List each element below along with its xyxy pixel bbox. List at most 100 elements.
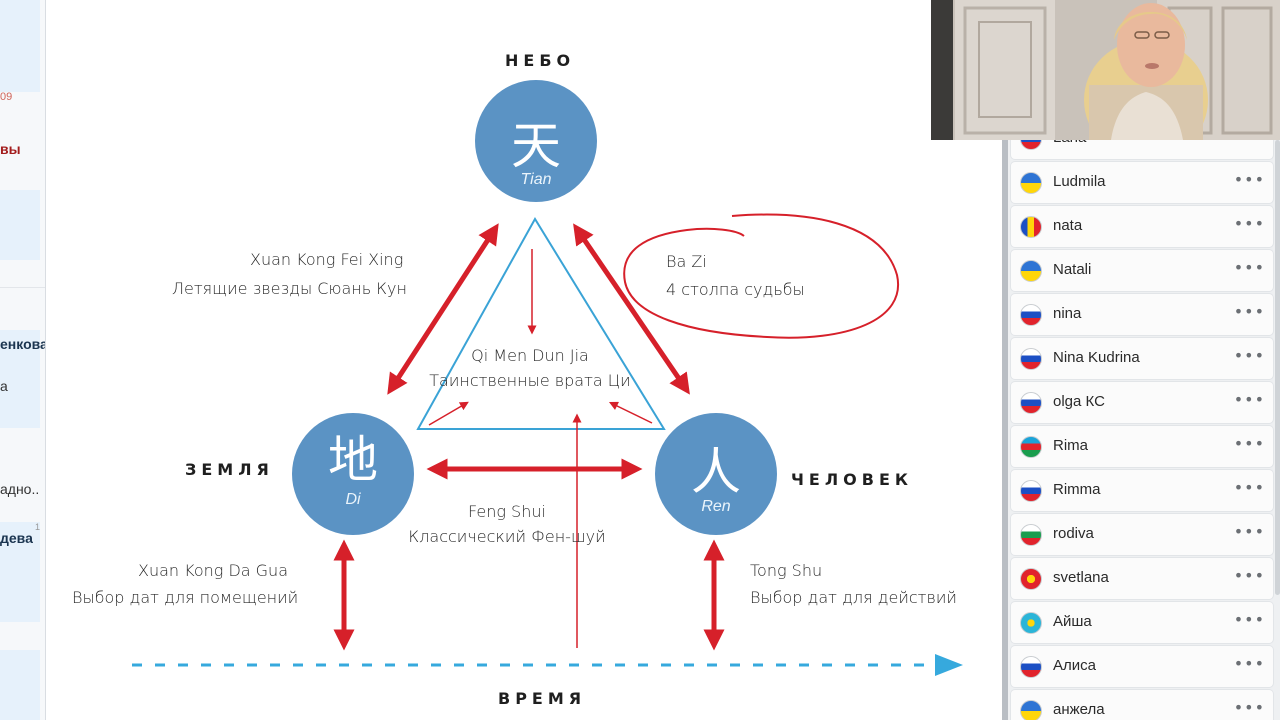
more-options-icon[interactable]: ••• [1233,214,1265,233]
more-options-icon[interactable]: ••• [1233,566,1265,585]
arrow-earth-center [428,401,469,426]
webcam-image [931,0,1280,140]
participant-name: nata [1053,217,1083,234]
annotation-ellipse [623,213,900,339]
heaven-circle [475,80,597,202]
bulgaria-flag-icon [1020,524,1042,546]
chat-message [0,522,40,622]
kazakhstan-flag-icon [1020,612,1042,634]
arrow-heaven-human [573,223,690,395]
fengshui-subtitle: Классический Фен-шуй [408,527,606,546]
participant-row[interactable]: Айша ••• [1011,602,1273,643]
chat-text: а [0,378,8,394]
chat-message [0,0,40,92]
participant-name: olga КС [1053,393,1105,410]
participant-name: Айша [1053,613,1092,630]
chat-message [0,190,40,260]
xkfx-subtitle: Летящие звезды Сюань Кун [172,279,407,298]
arrow-human-center [608,401,653,424]
participant-name: rodiva [1053,525,1094,542]
ren-character: 人 [691,443,741,501]
chat-author: вы [0,141,21,157]
participants-scrollbar[interactable] [1275,140,1280,595]
more-options-icon[interactable]: ••• [1233,302,1265,321]
qimen-subtitle: Таинственные врата Ци [429,371,631,390]
earth-circle [292,413,414,535]
participant-row[interactable]: svetlana ••• [1011,558,1273,599]
kyrgyzstan-flag-icon [1020,568,1042,590]
more-options-icon[interactable]: ••• [1233,478,1265,497]
russia-flag-icon [1020,480,1042,502]
arrow-heaven-earth [387,223,499,395]
xkdg-title: Xuan Kong Da Gua [138,561,288,580]
tian-character: 天 [511,117,561,175]
participant-row[interactable]: olga КС ••• [1011,382,1273,423]
participant-row[interactable]: nina ••• [1011,294,1273,335]
heaven-label: НЕБО [505,51,576,70]
russia-flag-icon [1020,304,1042,326]
ukraine-flag-icon [1020,172,1042,194]
participant-name: Rimma [1053,481,1101,498]
tongshu-title: Tong Shu [750,561,823,580]
di-character: 地 [328,431,378,489]
panel-divider[interactable] [1002,0,1008,720]
azerbaijan-flag-icon [1020,436,1042,458]
webcam-video[interactable] [931,0,1280,140]
russia-flag-icon [1020,392,1042,414]
russia-flag-icon [1020,656,1042,678]
russia-flag-icon [1020,348,1042,370]
human-circle [655,413,777,535]
participant-name: Rima [1053,437,1089,454]
more-options-icon[interactable]: ••• [1233,522,1265,541]
participant-row[interactable]: nata ••• [1011,206,1273,247]
participant-row[interactable]: Nina Kudrina ••• [1011,338,1273,379]
participant-name: анжела [1053,701,1105,718]
qimen-title: Qi Men Dun Jia [471,346,589,365]
divider [0,287,45,288]
ukraine-flag-icon [1020,700,1042,720]
time-label: ВРЕМЯ [498,689,587,708]
more-options-icon[interactable]: ••• [1233,346,1265,365]
participant-name: Nina Kudrina [1053,349,1140,366]
participant-row[interactable]: Rimma ••• [1011,470,1273,511]
participant-row[interactable]: анжела ••• [1011,690,1273,720]
participant-row[interactable]: Ludmila ••• [1011,162,1273,203]
chat-author: дева [0,530,33,546]
participant-name: Natali [1053,261,1092,278]
participant-name: Ludmila [1053,173,1106,190]
more-options-icon[interactable]: ••• [1233,390,1265,409]
participant-name: Алиса [1053,657,1096,674]
participant-row[interactable]: rodiva ••• [1011,514,1273,555]
chat-message [0,650,40,720]
earth-label: ЗЕМЛЯ [185,460,274,479]
di-latin: Di [345,491,361,508]
ukraine-flag-icon [1020,260,1042,282]
chat-message [0,330,40,428]
chat-text: адно.. [0,481,40,497]
inner-triangle [416,217,666,430]
more-options-icon[interactable]: ••• [1233,654,1265,673]
more-options-icon[interactable]: ••• [1233,258,1265,277]
ren-latin: Ren [701,498,731,515]
more-options-icon[interactable]: ••• [1233,170,1265,189]
participant-name: svetlana [1053,569,1109,586]
chat-timestamp: 09 [0,91,13,103]
more-options-icon[interactable]: ••• [1233,698,1265,717]
participant-row[interactable]: Natali ••• [1011,250,1273,291]
participant-row[interactable]: Алиса ••• [1011,646,1273,687]
bazi-title: Ba Zi [666,252,707,271]
diagram-graphics [132,80,963,676]
fengshui-title: Feng Shui [468,502,546,521]
xkfx-title: Xuan Kong Fei Xing [250,250,404,269]
presentation-slide: 天 Tian 地 Di 人 Ren НЕБО ЗЕМЛЯ ЧЕЛОВЕК ВРЕ… [47,0,1002,720]
xkdg-subtitle: Выбор дат для помещений [72,588,299,607]
participant-row[interactable]: Rima ••• [1011,426,1273,467]
chat-author: енкова [0,336,46,352]
more-options-icon[interactable]: ••• [1233,610,1265,629]
participant-name: nina [1053,305,1082,322]
more-options-icon[interactable]: ••• [1233,434,1265,453]
tongshu-subtitle: Выбор дат для действий [750,588,957,607]
tian-latin: Tian [520,171,552,188]
moldova-flag-icon [1020,216,1042,238]
